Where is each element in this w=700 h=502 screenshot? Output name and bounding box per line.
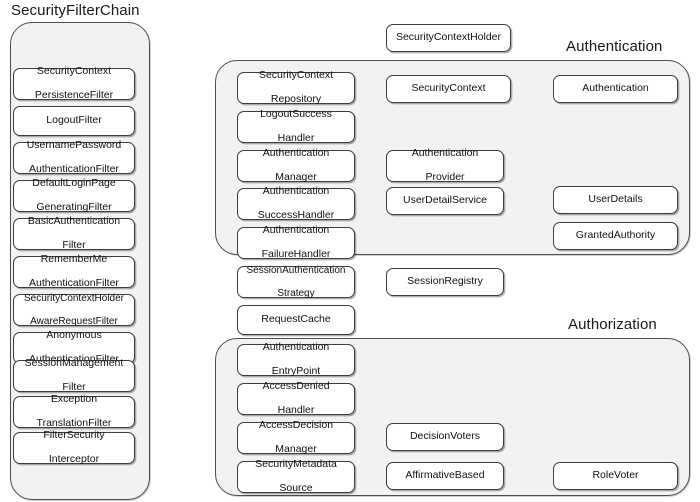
filter-exception-translation-filter[interactable]: Exception TranslationFilter	[13, 393, 135, 429]
node-user-details[interactable]: UserDetails	[553, 186, 678, 214]
node-authentication-provider[interactable]: Authentication Provider	[386, 147, 504, 183]
node-line: AccessDecision	[258, 419, 334, 432]
node-line: SessionManagement	[24, 357, 124, 370]
node-line: Manager	[275, 170, 317, 183]
node-line: Authentication	[582, 82, 649, 95]
filter-default-login-page-generating-filter[interactable]: DefaultLoginPage GeneratingFilter	[13, 177, 135, 213]
node-line: SecurityContext	[411, 82, 486, 95]
node-line: Manager	[275, 442, 317, 455]
node-line: UserDetails	[588, 193, 643, 206]
node-security-metadata-source[interactable]: SecurityMetadata Source	[237, 458, 355, 494]
node-line: FailureHandler	[261, 247, 331, 260]
node-line: Source	[279, 481, 313, 494]
node-line: AccessDenied	[262, 380, 330, 393]
node-line: AuthenticationFilter	[29, 162, 119, 175]
node-line: AffirmativeBased	[405, 469, 485, 482]
filter-remember-me-authentication-filter[interactable]: RememberMe AuthenticationFilter	[13, 253, 135, 289]
node-line: Interceptor	[48, 452, 100, 465]
filter-username-password-authentication-filter[interactable]: UsernamePassword AuthenticationFilter	[13, 139, 135, 175]
node-line: LogoutSuccess	[260, 108, 332, 121]
node-line: SecurityContext	[36, 65, 112, 78]
node-line: GrantedAuthority	[575, 229, 656, 242]
node-line: DecisionVoters	[409, 430, 481, 443]
node-access-decision-manager[interactable]: AccessDecision Manager	[237, 419, 355, 455]
node-line: RememberMe	[40, 253, 108, 266]
node-session-authentication-strategy[interactable]: SessionAuthentication Strategy	[237, 265, 355, 299]
node-line: EntryPoint	[271, 364, 321, 377]
node-line: Handler	[277, 131, 315, 144]
node-line: Authentication	[262, 185, 330, 198]
node-line: Strategy	[277, 287, 315, 299]
node-security-context-repository[interactable]: SecurityContext Repository	[237, 69, 355, 105]
node-line: TranslationFilter	[36, 416, 112, 429]
node-line: BasicAuthentication	[27, 215, 121, 228]
node-line: RequestCache	[261, 313, 331, 326]
authentication-group-title: Authentication	[566, 38, 663, 55]
filter-security-context-holder-aware-request-filter[interactable]: SecurityContextHolder AwareRequestFilter	[13, 293, 135, 327]
node-line: GeneratingFilter	[36, 200, 112, 213]
node-line: FilterSecurity	[43, 429, 105, 442]
node-decision-voters[interactable]: DecisionVoters	[386, 423, 504, 451]
node-authentication-success-handler[interactable]: Authentication SuccessHandler	[237, 185, 355, 221]
filter-filter-security-interceptor[interactable]: FilterSecurity Interceptor	[13, 429, 135, 465]
node-line: SecurityContextHolder	[395, 31, 502, 44]
node-line: Authentication	[262, 224, 330, 237]
node-line: Authentication	[411, 147, 479, 160]
node-line: SuccessHandler	[257, 208, 335, 221]
node-role-voter[interactable]: RoleVoter	[553, 462, 678, 490]
node-security-context[interactable]: SecurityContext	[386, 75, 511, 103]
node-line: RoleVoter	[592, 469, 639, 482]
node-line: PersistenceFilter	[34, 88, 114, 101]
node-granted-authority[interactable]: GrantedAuthority	[553, 222, 678, 250]
node-line: SecurityContext	[258, 69, 334, 82]
node-line: SessionRegistry	[407, 275, 483, 288]
node-authentication-failure-handler[interactable]: Authentication FailureHandler	[237, 224, 355, 260]
node-security-context-holder[interactable]: SecurityContextHolder	[386, 24, 511, 52]
node-line: Exception	[50, 393, 98, 406]
node-line: SecurityContextHolder	[23, 293, 125, 305]
node-session-registry[interactable]: SessionRegistry	[386, 268, 504, 296]
node-access-denied-handler[interactable]: AccessDenied Handler	[237, 380, 355, 416]
node-request-cache[interactable]: RequestCache	[237, 305, 355, 335]
node-line: SecurityMetadata	[255, 458, 337, 471]
node-line: SessionAuthentication	[246, 265, 346, 277]
node-line: LogoutFilter	[46, 114, 102, 127]
node-line: UserDetailService	[402, 194, 488, 207]
node-line: Anonymous	[46, 329, 102, 342]
node-authentication-entry-point[interactable]: Authentication EntryPoint	[237, 341, 355, 377]
filter-session-management-filter[interactable]: SessionManagement Filter	[13, 357, 135, 393]
authorization-group-title: Authorization	[568, 316, 657, 333]
node-line: UsernamePassword	[26, 139, 122, 152]
node-authentication-manager[interactable]: Authentication Manager	[237, 147, 355, 183]
node-line: Handler	[277, 403, 315, 416]
node-line: Authentication	[262, 341, 330, 354]
node-line: Provider	[425, 170, 465, 183]
security-filter-chain-title: SecurityFilterChain	[11, 2, 140, 19]
node-line: AuthenticationFilter	[29, 276, 119, 289]
filter-security-context-persistence-filter[interactable]: SecurityContext PersistenceFilter	[13, 65, 135, 101]
filter-basic-authentication-filter[interactable]: BasicAuthentication Filter	[13, 215, 135, 251]
node-affirmative-based[interactable]: AffirmativeBased	[386, 462, 504, 490]
node-logout-success-handler[interactable]: LogoutSuccess Handler	[237, 108, 355, 144]
node-user-detail-service[interactable]: UserDetailService	[386, 187, 504, 215]
node-line: Filter	[62, 238, 86, 251]
node-line: Repository	[270, 92, 322, 105]
node-line: DefaultLoginPage	[32, 177, 116, 190]
filter-logout-filter[interactable]: LogoutFilter	[13, 106, 135, 136]
node-authentication[interactable]: Authentication	[553, 75, 678, 103]
node-line: Filter	[62, 380, 86, 393]
node-line: Authentication	[262, 147, 330, 160]
node-line: AwareRequestFilter	[30, 315, 118, 327]
